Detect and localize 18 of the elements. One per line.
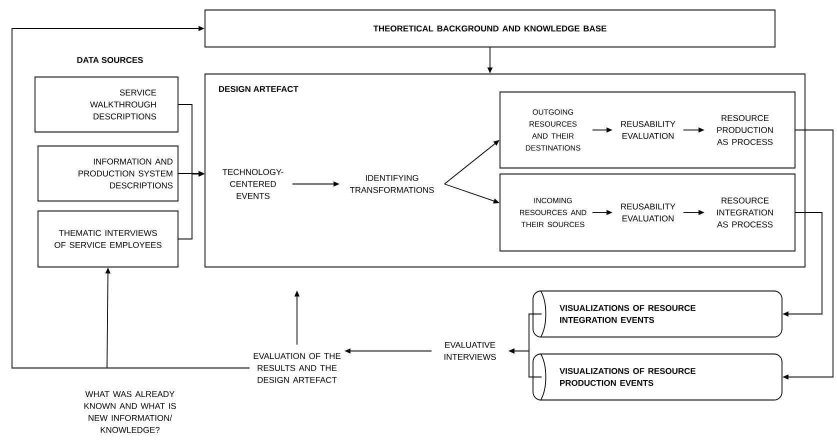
process-box xyxy=(500,92,796,168)
step-text: REUSABILITY EVALUATION xyxy=(621,121,676,139)
step-text: EVALUATIVE INTERVIEWS xyxy=(444,342,496,360)
process-box: INFORMATION AND PRODUCTION SYSTEM DESCRIPTIONS xyxy=(38,146,178,202)
step-text: RESOURCE INTEGRATION AS PROCESS xyxy=(717,198,773,228)
edge-label: WHAT WAS ALREADY KNOWN AND WHAT IS NEW INFORMATION/ KNOWLEDGE? xyxy=(84,391,176,433)
cylinder: VISUALIZATIONS OF RESOURCE INTEGRATION EVENTS xyxy=(532,290,782,338)
step-text: RESOURCE PRODUCTION AS PROCESS xyxy=(717,115,773,145)
step-text: EVALUATION OF THE RESULTS AND THE DESIGN ARTEFACT xyxy=(254,353,340,383)
section-heading: DATA SOURCES xyxy=(77,57,143,63)
process-box xyxy=(500,174,796,252)
process-box: THEMATIC INTERVIEWS OF SERVICE EMPLOYEES xyxy=(38,210,178,268)
step-text: TECHNOLOGY-CENTERED EVENTS xyxy=(222,169,284,199)
cylinder: VISUALIZATIONS OF RESOURCE PRODUCTION EVENTS xyxy=(532,353,782,401)
step-text: REUSABILITY EVALUATION xyxy=(621,204,676,222)
step-text: IDENTIFYING TRANSFORMATIONS xyxy=(350,175,434,193)
process-box: THEORETICAL BACKGROUND AND KNOWLEDGE BASE xyxy=(204,10,776,48)
process-box: SERVICE WALKTHROUGH DESCRIPTIONS xyxy=(34,76,178,132)
